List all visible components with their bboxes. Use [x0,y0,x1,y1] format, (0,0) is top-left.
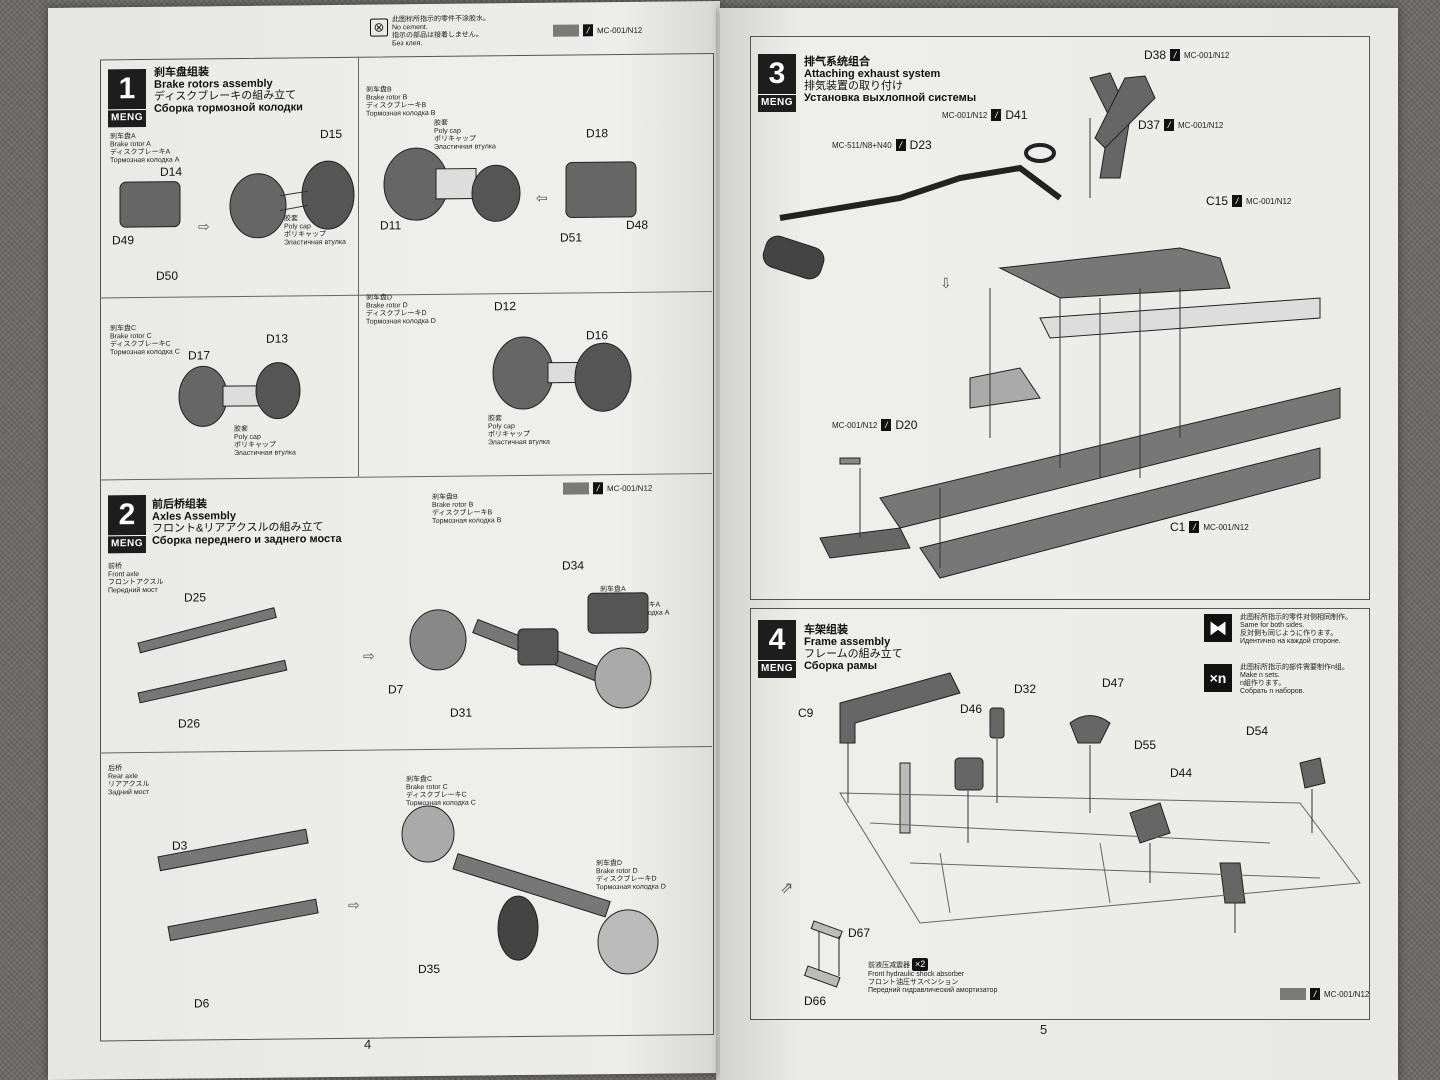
part-label: D6 [194,996,210,1011]
brush-icon: / [1189,521,1200,533]
brush-icon: / [1170,49,1181,61]
right-page: 3 MENG 排气系统组合 Attaching exhaust system 排… [720,8,1398,1080]
svg-text:⇗: ⇗ [780,880,793,897]
page-number-left: 4 [364,1036,372,1052]
svg-text:⇨: ⇨ [363,648,375,664]
part-label: D13 [266,331,289,346]
make-n-sets-note: 此图标所指示的部件需要制作n组。 Make n sets. n組作ります。 Со… [1240,664,1349,695]
rear-axle-drawing: ⇨ [157,805,659,975]
shock-absorber-drawing [803,920,843,988]
svg-text:⇨: ⇨ [348,897,360,913]
same-both-sides-note: 此图标所指示的零件对侧相同制作。 Same for both sides. 反対… [1240,614,1352,645]
step-4-title: 车架组装 Frame assembly フレームの組み立て Сборка рам… [804,624,903,672]
brush-icon: / [991,109,1002,121]
part-label: C9 [798,706,814,720]
callout-d23: MC-511/N8+N40/D23 [832,138,932,152]
step-1-badge: 1 MENG [108,68,146,128]
callout-d38: D38/MC-001/N12 [1144,48,1230,62]
part-label: D47 [1102,676,1125,690]
no-cement-note: ⊗ 此图标所指示的零件不涂胶水。 No cement. 指示の部品は接着しません… [370,15,520,49]
page-number-right: 5 [1040,1022,1048,1037]
paint-code-step4: /MC-001/N12 [1280,988,1369,1000]
callout-c1: C1/MC-001/N12 [1170,520,1249,534]
part-label: D12 [494,299,517,314]
step-2-title: 前后桥组装 Axles Assembly フロント&リアアクスルの組み立て Сб… [152,498,342,547]
part-label: D54 [1246,724,1269,738]
brake-rotor-a-drawing: ⇨ [119,160,355,239]
step-1-title: 刹车盘组装 Brake rotors assembly ディスクブレーキの組み立… [154,66,303,115]
step-3-title: 排气系统组合 Attaching exhaust system 排気装置の取り付… [804,56,977,104]
callout-c15: C15/MC-001/N12 [1206,194,1292,208]
paint-code-top: /MC-001/N12 [553,24,642,37]
left-page: ⊗ 此图标所指示的零件不涂胶水。 No cement. 指示の部品は接着しません… [48,0,720,1080]
part-label: D55 [1134,738,1157,752]
step-4-badge: 4 MENG [758,620,796,678]
brush-icon: / [881,419,892,431]
svg-text:⇨: ⇨ [198,218,210,234]
same-both-sides-icon: ⧓ [1204,614,1232,642]
times-two-icon: ×2 [911,958,929,971]
part-label: D15 [320,126,343,142]
shock-absorber-note: 前液压减震器 ×2 Front hydraulic shock absorber… [868,958,998,994]
part-label: D32 [1014,682,1037,696]
brush-icon: / [593,482,603,495]
part-label: D67 [848,926,871,940]
part-label: D66 [804,994,827,1008]
svg-text:⇦: ⇦ [536,190,548,206]
frame-assembly-drawing: ⇗ [780,672,1361,933]
step-2-badge: 2 MENG [108,494,146,554]
brush-icon: / [583,24,593,37]
brush-icon: / [895,139,906,151]
svg-text:⇩: ⇩ [940,275,952,291]
callout-d37: D37/MC-001/N12 [1138,118,1224,132]
brake-rotor-c-drawing [178,362,301,427]
part-label: D44 [1170,766,1193,780]
brake-rotor-b-drawing: ⇦ [383,147,637,222]
exhaust-assembly-drawing: ⇩ [762,72,1341,579]
part-label: D34 [562,558,585,573]
part-label: D46 [960,702,983,716]
brake-rotor-d-drawing [492,336,632,412]
brush-icon: / [1232,195,1243,207]
brush-icon: / [1164,119,1175,131]
paint-code-step2: /MC-001/N12 [563,482,652,495]
instruction-booklet: ⊗ 此图标所指示的零件不涂胶水。 No cement. 指示の部品は接着しません… [48,0,1398,1080]
front-axle-drawing: ⇨ [137,592,652,709]
callout-d20: MC-001/N12/D20 [832,418,918,432]
make-n-sets-icon: ×n [1204,664,1232,692]
step-3-badge: 3 MENG [758,54,796,112]
no-cement-icon: ⊗ [370,18,388,37]
brush-icon: / [1310,988,1320,1000]
callout-d41: MC-001/N12/D41 [942,108,1028,122]
